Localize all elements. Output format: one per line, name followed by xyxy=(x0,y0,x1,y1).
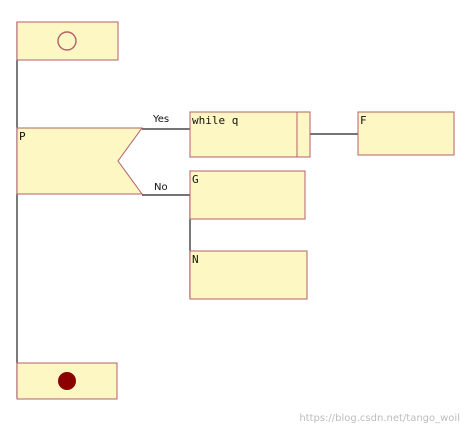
start-node xyxy=(16,21,119,61)
end-dot-icon xyxy=(58,372,76,390)
watermark: https://blog.csdn.net/tango_woil xyxy=(299,413,460,424)
loop-node: while q xyxy=(189,111,311,158)
n-node: N xyxy=(189,250,308,300)
g-node: G xyxy=(189,170,306,220)
g-label: G xyxy=(192,173,199,186)
yes-label: Yes xyxy=(152,114,169,125)
f-label: F xyxy=(360,114,367,127)
loop-label: while q xyxy=(192,114,238,127)
no-label: No xyxy=(154,182,168,193)
f-node: F xyxy=(357,111,455,156)
n-label: N xyxy=(192,253,199,266)
decision-label: P xyxy=(19,130,26,143)
connectors xyxy=(16,22,358,398)
decision-node: P xyxy=(16,127,143,195)
start-circle-icon xyxy=(57,31,77,51)
end-node xyxy=(16,362,118,400)
